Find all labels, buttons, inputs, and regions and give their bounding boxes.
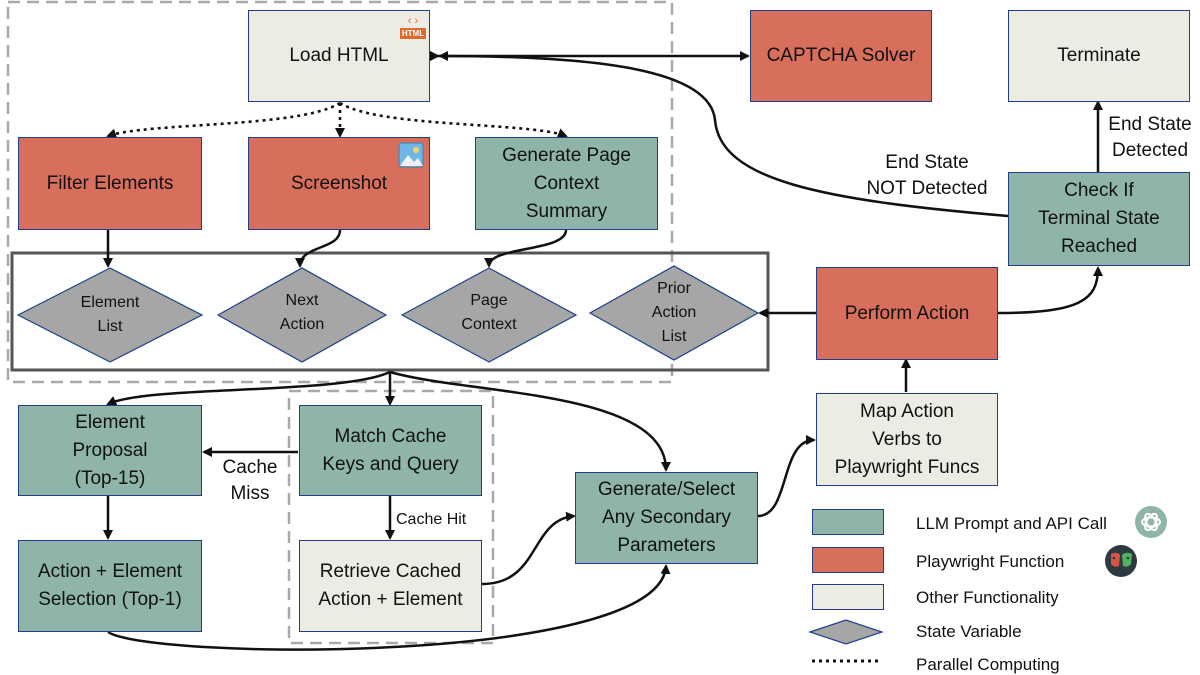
edge-check-to-load xyxy=(438,51,1009,218)
edge-perform-to-check xyxy=(997,266,1103,315)
legend-parallel-label: Parallel Computing xyxy=(916,655,1060,674)
node-captcha-solver: CAPTCHA Solver xyxy=(750,10,932,102)
legend-llm-label: LLM Prompt and API Call xyxy=(916,514,1107,533)
diamond-next-action xyxy=(216,267,388,363)
state-prior-action-list-line3: List xyxy=(661,328,687,345)
node-terminate: Terminate xyxy=(1008,10,1190,102)
state-prior-action-list: Prior Action List xyxy=(604,276,744,350)
legend-playwright-label: Playwright Function xyxy=(916,552,1065,571)
label-end-state-detected-line2: Detected xyxy=(1111,140,1189,161)
node-element-proposal-line3: (Top-15) xyxy=(74,467,146,489)
node-check-terminal: Check If Terminal State Reached xyxy=(1008,172,1190,266)
node-retrieve-cached-line1: Retrieve Cached xyxy=(319,561,462,582)
node-match-cache-line1: Match Cache xyxy=(334,425,447,447)
legend-other-swatch xyxy=(812,584,884,610)
state-next-action-line2: Action xyxy=(279,316,325,333)
diamond-element-list xyxy=(16,267,204,363)
node-screenshot-label: Screenshot xyxy=(290,172,388,194)
state-page-context-line2: Context xyxy=(461,316,517,333)
edge-retrieve-to-secondary xyxy=(481,511,576,586)
label-end-state-detected: End State Detected xyxy=(1100,112,1200,164)
label-cache-miss: Cache Miss xyxy=(210,455,290,507)
node-generate-context-line1: Generate Page xyxy=(502,144,631,166)
label-end-state-not-detected-line2: NOT Detected xyxy=(866,178,988,199)
legend-llm-swatch xyxy=(812,509,884,535)
node-perform-action-label: Perform Action xyxy=(844,302,970,324)
label-end-state-not-detected: End State NOT Detected xyxy=(848,150,1006,202)
legend-other-label: Other Functionality xyxy=(916,588,1059,607)
label-end-state-detected-line1: End State xyxy=(1108,114,1192,135)
node-load-html-label: Load HTML xyxy=(289,45,389,66)
edge-load-to-context xyxy=(339,101,568,138)
diamond-page-context xyxy=(400,267,578,363)
node-captcha-solver-label: CAPTCHA Solver xyxy=(766,45,916,66)
node-load-html: Load HTML xyxy=(248,10,430,102)
state-prior-action-list-line2: Action xyxy=(651,304,697,321)
node-match-cache: Match Cache Keys and Query xyxy=(299,405,482,496)
state-element-list-line1: Element xyxy=(80,294,140,311)
state-element-list-line2: List xyxy=(97,318,123,335)
node-check-terminal-line2: Terminal State xyxy=(1038,208,1160,229)
image-icon xyxy=(398,142,424,168)
node-action-selection-line2: Selection (Top-1) xyxy=(38,589,182,610)
state-page-context: Page Context xyxy=(419,280,559,346)
node-match-cache-line2: Keys and Query xyxy=(322,453,459,475)
edge-context-to-page-context xyxy=(484,229,568,268)
state-prior-action-list-line1: Prior xyxy=(657,280,691,297)
node-filter-elements: Filter Elements xyxy=(18,137,202,230)
label-cache-miss-line2: Miss xyxy=(230,483,270,504)
node-generate-secondary-line3: Parameters xyxy=(617,535,716,556)
node-element-proposal-line2: Proposal xyxy=(72,439,148,461)
state-variable-group xyxy=(10,251,770,372)
legend-playwright-swatch xyxy=(812,547,884,573)
edge-load-to-filter xyxy=(106,101,341,139)
playwright-logo-icon xyxy=(1104,544,1138,578)
label-end-state-not-detected-line1: End State xyxy=(885,152,969,173)
edge-selection-to-secondary xyxy=(107,564,671,651)
node-generate-context-line3: Summary xyxy=(525,200,608,222)
node-check-terminal-line1: Check If xyxy=(1064,180,1134,201)
node-map-action: Map Action Verbs to Playwright Funcs xyxy=(816,393,998,486)
state-page-context-line1: Page xyxy=(470,292,508,309)
node-generate-secondary: Generate/Select Any Secondary Parameters xyxy=(575,472,758,564)
label-cache-hit: Cache Hit xyxy=(396,511,467,528)
node-perform-action: Perform Action xyxy=(816,267,998,360)
edge-state-to-proposal xyxy=(106,370,391,406)
edge-secondary-to-map xyxy=(757,435,816,518)
html-file-icon: ‹ › HTML xyxy=(400,15,426,39)
legend-state-label: State Variable xyxy=(916,622,1022,641)
node-map-action-line3: Playwright Funcs xyxy=(834,456,980,478)
node-action-selection-line1: Action + Element xyxy=(37,561,183,582)
node-map-action-line2: Verbs to xyxy=(872,428,942,450)
state-element-list: Element List xyxy=(40,282,180,348)
node-check-terminal-line3: Reached xyxy=(1060,236,1138,257)
state-next-action-line1: Next xyxy=(285,292,319,309)
node-element-proposal: Element Proposal (Top-15) xyxy=(18,405,202,496)
node-action-selection: Action + Element Selection (Top-1) xyxy=(18,540,202,632)
html-badge: HTML xyxy=(400,28,426,39)
legend-state-swatch xyxy=(808,619,884,645)
node-generate-secondary-line2: Any Secondary xyxy=(602,507,731,528)
node-generate-secondary-line1: Generate/Select xyxy=(597,479,736,500)
node-retrieve-cached-line2: Action + Element xyxy=(318,589,463,610)
node-generate-context: Generate Page Context Summary xyxy=(475,137,658,230)
node-retrieve-cached: Retrieve Cached Action + Element xyxy=(299,540,482,632)
node-terminate-label: Terminate xyxy=(1057,45,1141,66)
label-cache-miss-line1: Cache xyxy=(222,457,278,478)
node-filter-elements-label: Filter Elements xyxy=(46,172,174,194)
node-map-action-line1: Map Action xyxy=(860,400,954,422)
state-next-action: Next Action xyxy=(232,280,372,346)
node-generate-context-line2: Context xyxy=(533,172,600,194)
edge-screenshot-to-next-action xyxy=(295,229,342,268)
node-element-proposal-line1: Element xyxy=(75,411,145,433)
openai-logo-icon xyxy=(1134,505,1168,539)
edge-state-to-secondary xyxy=(389,370,671,472)
